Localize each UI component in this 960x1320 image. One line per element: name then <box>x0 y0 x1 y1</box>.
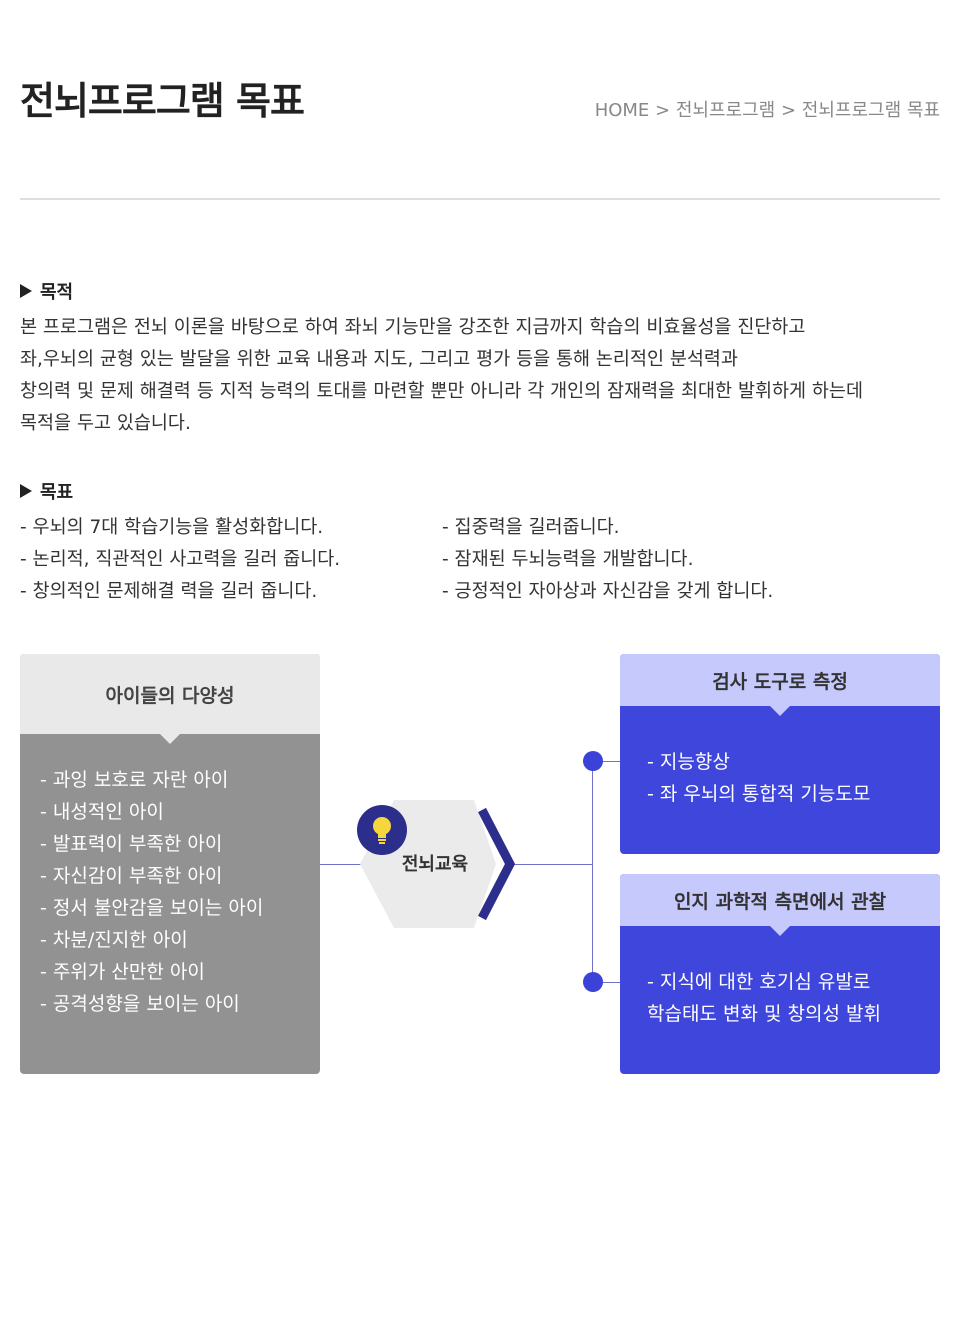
connector-dot <box>583 972 603 992</box>
observation-box: 인지 과학적 측면에서 관찰 - 지식에 대한 호기심 유발로 학습태도 변화 … <box>620 874 940 1074</box>
lightbulb-icon <box>357 805 407 855</box>
whole-brain-label: 전뇌교육 <box>401 854 469 875</box>
goal-item: - 우뇌의 7대 학습기능을 활성화합니다. <box>20 517 324 538</box>
goal-item: - 논리적, 직관적인 사고력을 길러 줍니다. <box>20 549 341 570</box>
diversity-item: - 과잉 보호로 자란 아이 <box>40 769 229 791</box>
measurement-item: - 좌 우뇌의 통합적 기능도모 <box>647 783 871 805</box>
diversity-item: - 차분/진지한 아이 <box>40 929 188 951</box>
observation-box-title: 인지 과학적 측면에서 관찰 <box>620 874 940 936</box>
purpose-line: 좌,우뇌의 균형 있는 발달을 위한 교육 내용과 지도, 그리고 평가 등을 … <box>20 349 738 370</box>
observation-list: - 지식에 대한 호기심 유발로 학습태도 변화 및 창의성 발휘 <box>620 926 940 1030</box>
diversity-item: - 내성적인 아이 <box>40 801 164 823</box>
triangle-bullet-icon <box>20 284 32 298</box>
connector-line <box>592 761 593 983</box>
breadcrumb: HOME > 전뇌프로그램 > 전뇌프로그램 목표 <box>595 96 940 122</box>
purpose-line: 창의력 및 문제 해결력 등 지적 능력의 토대를 마련할 뿐만 아니라 각 개… <box>20 381 863 402</box>
connector-dot <box>583 751 603 771</box>
measurement-item: - 지능향상 <box>647 751 730 773</box>
goals-heading-label: 목표 <box>40 482 74 503</box>
measurement-box-title: 검사 도구로 측정 <box>620 654 940 716</box>
connector-line <box>592 982 620 983</box>
breadcrumb-separator: > <box>655 100 671 121</box>
observation-item: - 지식에 대한 호기심 유발로 <box>647 971 871 993</box>
measurement-box: 검사 도구로 측정 - 지능향상 - 좌 우뇌의 통합적 기능도모 <box>620 654 940 854</box>
header-divider <box>20 198 940 200</box>
diversity-item: - 주위가 산만한 아이 <box>40 961 205 983</box>
diversity-item: - 정서 불안감을 보이는 아이 <box>40 897 264 919</box>
page-title: 전뇌프로그램 목표 <box>20 79 305 123</box>
purpose-heading: 목적 <box>20 278 73 304</box>
goal-item: - 잠재된 두뇌능력을 개발합니다. <box>442 549 694 570</box>
goals-list-left: - 우뇌의 7대 학습기능을 활성화합니다. - 논리적, 직관적인 사고력을 … <box>20 512 340 608</box>
diversity-item: - 자신감이 부족한 아이 <box>40 865 223 887</box>
goal-item: - 집중력을 길러줍니다. <box>442 517 620 538</box>
connector-line <box>320 864 362 865</box>
observation-item: 학습태도 변화 및 창의성 발휘 <box>647 1003 881 1025</box>
goals-list-right: - 집중력을 길러줍니다. - 잠재된 두뇌능력을 개발합니다. - 긍정적인 … <box>442 512 773 608</box>
diversity-box-title: 아이들의 다양성 <box>20 654 320 744</box>
connector-line <box>592 761 620 762</box>
diversity-item: - 공격성향을 보이는 아이 <box>40 993 240 1015</box>
breadcrumb-current[interactable]: 전뇌프로그램 목표 <box>801 100 940 121</box>
breadcrumb-program[interactable]: 전뇌프로그램 <box>675 100 776 121</box>
purpose-heading-label: 목적 <box>40 282 74 303</box>
goal-item: - 창의적인 문제해결 력을 길러 줍니다. <box>20 581 318 602</box>
goal-item: - 긍정적인 자아상과 자신감을 갖게 합니다. <box>442 581 774 602</box>
breadcrumb-separator: > <box>780 100 797 121</box>
purpose-line: 본 프로그램은 전뇌 이론을 바탕으로 하여 좌뇌 기능만을 강조한 지금까지 … <box>20 317 806 338</box>
connector-line <box>512 864 593 865</box>
diversity-box: 아이들의 다양성 - 과잉 보호로 자란 아이 - 내성적인 아이 - 발표력이… <box>20 654 320 1074</box>
diversity-list: - 과잉 보호로 자란 아이 - 내성적인 아이 - 발표력이 부족한 아이 -… <box>20 734 320 1020</box>
goals-heading: 목표 <box>20 478 73 504</box>
diversity-item: - 발표력이 부족한 아이 <box>40 833 223 855</box>
purpose-text: 본 프로그램은 전뇌 이론을 바탕으로 하여 좌뇌 기능만을 강조한 지금까지 … <box>20 312 950 440</box>
triangle-bullet-icon <box>20 484 32 498</box>
purpose-line: 목적을 두고 있습니다. <box>20 413 191 434</box>
breadcrumb-home[interactable]: HOME <box>594 100 650 121</box>
measurement-list: - 지능향상 - 좌 우뇌의 통합적 기능도모 <box>620 706 940 810</box>
